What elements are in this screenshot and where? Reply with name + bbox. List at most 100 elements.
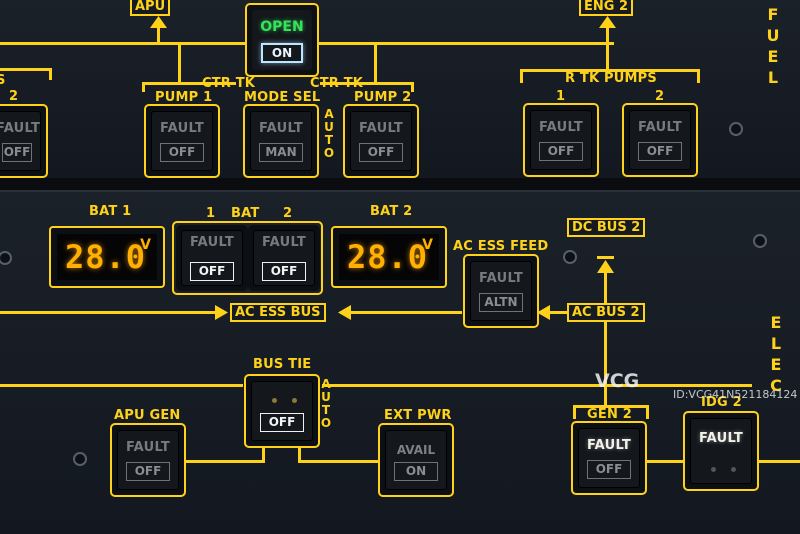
apu-gen-button[interactable]: FAULT OFF bbox=[110, 423, 186, 497]
fuel-screw bbox=[729, 122, 743, 136]
r-tk-pump2-face: FAULT OFF bbox=[629, 110, 691, 170]
mode-sel-button[interactable]: FAULT MAN bbox=[243, 104, 319, 178]
idg2-fault-legend: FAULT bbox=[698, 431, 744, 446]
gen-feed-line-mid bbox=[300, 460, 378, 463]
bus-tie-dot-right bbox=[292, 398, 297, 403]
bat1-face: FAULT OFF bbox=[181, 230, 243, 286]
xfeed-button[interactable]: OPEN ON bbox=[245, 3, 319, 77]
watermark-id: ID:VCG41N521184124 bbox=[673, 388, 798, 401]
r-tk-pump2-num: 2 bbox=[655, 89, 665, 104]
bus-tie-button[interactable]: OFF bbox=[244, 374, 320, 448]
gen-feed-riser-right bbox=[298, 446, 301, 463]
ac-ess-bus-line-left bbox=[0, 311, 218, 314]
elec-screw-left bbox=[0, 251, 12, 265]
bat-pbs-frame bbox=[172, 221, 323, 295]
ext-pwr-face: AVAIL ON bbox=[385, 430, 447, 490]
apu-feed-riser bbox=[157, 22, 160, 42]
left-cut-pump-face: FAULT OFF bbox=[0, 111, 41, 171]
pump1-button[interactable]: FAULT OFF bbox=[144, 104, 220, 178]
r-tk-pumps-tick-left bbox=[520, 69, 523, 83]
bat1-voltage-display: 28.0 V bbox=[49, 226, 165, 288]
bat1-label: BAT 1 bbox=[89, 204, 132, 219]
ctr-tk-bracket-right-tick bbox=[411, 82, 414, 92]
r-tk-pump1-off-legend: OFF bbox=[539, 142, 583, 161]
ctr-tk-bracket-left bbox=[142, 82, 236, 85]
eng2-feed-riser bbox=[606, 22, 609, 70]
left-cut-pump-button[interactable]: FAULT OFF bbox=[0, 104, 48, 178]
dc-bus-2-up-arrow-icon bbox=[597, 260, 614, 273]
apu-gen-fault-legend: FAULT bbox=[125, 440, 171, 455]
elec-section-label: ELEC bbox=[770, 313, 782, 395]
bat1-fault-legend: FAULT bbox=[189, 235, 235, 250]
ac-ess-feed-line bbox=[538, 311, 568, 314]
r-tk-pump1-face: FAULT OFF bbox=[530, 110, 592, 170]
left-cut-bracket bbox=[0, 68, 52, 71]
ac-ess-bus-line-right bbox=[350, 311, 462, 314]
ac-ess-bus-right-arrow-icon bbox=[215, 305, 228, 320]
bat2-button[interactable]: FAULT OFF bbox=[248, 225, 320, 291]
pump1-fault-legend: FAULT bbox=[159, 121, 205, 136]
gen2-fault-legend: FAULT bbox=[586, 438, 632, 453]
elec-screw-right bbox=[753, 234, 767, 248]
gen2-label: GEN 2 bbox=[585, 407, 635, 422]
eng2-label: ENG 2 bbox=[579, 0, 634, 16]
pump1-label: PUMP 1 bbox=[155, 90, 213, 105]
apu-arrow-icon bbox=[150, 16, 167, 28]
gen2-face: FAULT OFF bbox=[578, 428, 640, 488]
ac-bus-2-riser bbox=[604, 322, 607, 424]
r-tk-pump2-off-legend: OFF bbox=[638, 142, 682, 161]
fuel-panel bbox=[0, 0, 800, 180]
pump1-face: FAULT OFF bbox=[151, 111, 213, 171]
r-tk-pumps-bracket bbox=[520, 69, 700, 72]
pump2-button[interactable]: FAULT OFF bbox=[343, 104, 419, 178]
dc-bus-2-tick bbox=[597, 256, 614, 259]
gen2-right-line bbox=[758, 460, 800, 463]
bat1-button[interactable]: FAULT OFF bbox=[176, 225, 248, 291]
left-cut-label: S bbox=[0, 73, 6, 88]
pump2-off-legend: OFF bbox=[359, 143, 403, 162]
elec-screw-mid bbox=[563, 250, 577, 264]
ext-pwr-button[interactable]: AVAIL ON bbox=[378, 423, 454, 497]
bus-tie-face: OFF bbox=[251, 381, 313, 441]
bus-tie-dot-left bbox=[272, 398, 277, 403]
bus-tie-line-right bbox=[322, 384, 752, 387]
fuel-section-label: FUEL bbox=[766, 5, 780, 87]
gen2-button[interactable]: FAULT OFF bbox=[571, 421, 647, 495]
bat1-voltage: 28.0 bbox=[65, 238, 147, 276]
r-tk-pump1-button[interactable]: FAULT OFF bbox=[523, 103, 599, 177]
dc-bus-2-label: DC BUS 2 bbox=[567, 218, 646, 237]
bat2-label: BAT 2 bbox=[370, 204, 413, 219]
xfeed-open-legend: OPEN bbox=[260, 19, 304, 35]
bat2-lcd: 28.0 V bbox=[339, 234, 439, 280]
mode-sel-auto-label: AUTO bbox=[323, 107, 335, 160]
ctr-tk-right-label: CTR TK bbox=[310, 76, 364, 91]
idg2-face: FAULT bbox=[690, 418, 752, 484]
ac-ess-feed-button[interactable]: FAULT ALTN bbox=[463, 254, 539, 328]
ext-pwr-avail-legend: AVAIL bbox=[396, 443, 436, 457]
gen-feed-line-left bbox=[186, 460, 264, 463]
gen2-idg2-line bbox=[646, 460, 684, 463]
r-tk-pump2-fault-legend: FAULT bbox=[637, 120, 683, 135]
ac-ess-bus-left-arrow-icon bbox=[338, 305, 351, 320]
pump1-feed-riser bbox=[178, 42, 181, 82]
gen2-bracket-tick-l bbox=[573, 405, 576, 419]
bat2-face: FAULT OFF bbox=[253, 230, 315, 286]
ext-pwr-on-legend: ON bbox=[394, 462, 438, 481]
bat1-off-legend: OFF bbox=[190, 262, 234, 281]
bat2-fault-legend: FAULT bbox=[261, 235, 307, 250]
idg2-dot-left bbox=[711, 467, 716, 472]
ac-ess-bus-label: AC ESS BUS bbox=[230, 303, 326, 322]
gen2-bracket-tick-r bbox=[646, 405, 649, 419]
bus-tie-off-legend: OFF bbox=[260, 413, 304, 432]
ac-bus-2-left-arrow-icon bbox=[537, 305, 550, 320]
idg2-button[interactable]: FAULT bbox=[683, 411, 759, 491]
bat2-off-legend: OFF bbox=[262, 262, 306, 281]
pump1-off-legend: OFF bbox=[160, 143, 204, 162]
elec-screw-bottom-left bbox=[73, 452, 87, 466]
r-tk-pump2-button[interactable]: FAULT OFF bbox=[622, 103, 698, 177]
bat2-voltage-display: 28.0 V bbox=[331, 226, 447, 288]
bat-pbs-label: BAT bbox=[231, 206, 260, 221]
ac-ess-feed-face: FAULT ALTN bbox=[470, 261, 532, 321]
mode-sel-label: MODE SEL bbox=[244, 90, 321, 105]
bat1-lcd: 28.0 V bbox=[57, 234, 157, 280]
